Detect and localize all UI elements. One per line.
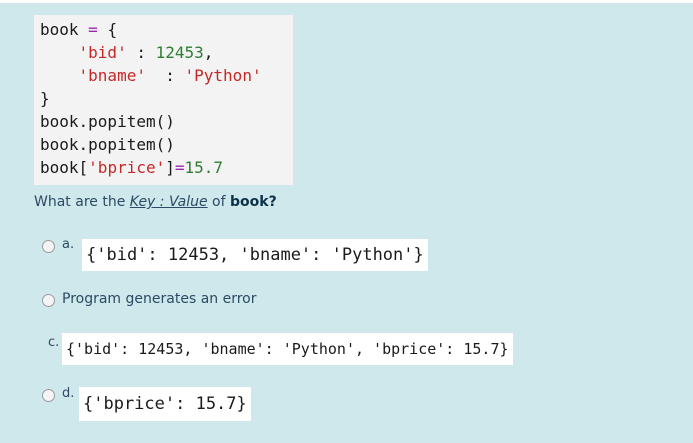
question-text: What are the Key : Value of book?: [34, 194, 277, 210]
option-c-text: {'bid': 12453, 'bname': 'Python', 'bpric…: [62, 333, 513, 365]
code-block: book = { 'bid' : 12453, 'bname' : 'Pytho…: [34, 15, 293, 185]
code-token: ]: [165, 158, 175, 177]
question-panel: book = { 'bid' : 12453, 'bname' : 'Pytho…: [0, 3, 693, 443]
code-token: {: [107, 20, 118, 39]
code-token: 12453: [155, 43, 204, 62]
code-line-4: }: [40, 89, 50, 108]
question-middle: of: [207, 194, 231, 210]
radio-option-d[interactable]: [42, 389, 55, 402]
code-token: book: [40, 20, 79, 39]
code-token: 'Python': [184, 66, 262, 85]
code-token: 15.7: [184, 158, 224, 177]
code-line-3: 'bname' : 'Python': [40, 64, 262, 87]
code-token: :: [136, 43, 146, 62]
code-line-5: book.popitem(): [40, 112, 175, 131]
code-token: 'bprice': [88, 158, 166, 177]
code-line-6: book.popitem(): [40, 135, 175, 154]
code-token: ,: [203, 43, 214, 62]
option-a-letter: a.: [62, 237, 75, 252]
code-token: book[: [40, 158, 89, 177]
radio-option-a[interactable]: [42, 240, 55, 253]
code-line-2: 'bid' : 12453,: [40, 41, 214, 64]
key-value-link[interactable]: Key : Value: [129, 194, 208, 210]
code-line-7: book['bprice']=15.7: [40, 156, 223, 179]
option-b-text: Program generates an error: [62, 291, 257, 307]
question-prefix: What are the: [34, 194, 130, 210]
code-token: 'bname': [78, 66, 146, 85]
code-token: :: [165, 66, 175, 85]
option-a-text: {'bid': 12453, 'bname': 'Python'}: [82, 239, 428, 271]
radio-option-b[interactable]: [42, 294, 55, 307]
question-subject: book?: [230, 194, 277, 210]
option-d-text: {'bprice': 15.7}: [79, 387, 251, 421]
option-c-letter: c.: [48, 335, 60, 350]
option-d-letter: d.: [62, 386, 75, 401]
code-line-1: book = {: [40, 18, 117, 41]
code-token: 'bid': [78, 43, 127, 62]
code-token: =: [88, 20, 98, 39]
code-token: =: [174, 158, 185, 177]
